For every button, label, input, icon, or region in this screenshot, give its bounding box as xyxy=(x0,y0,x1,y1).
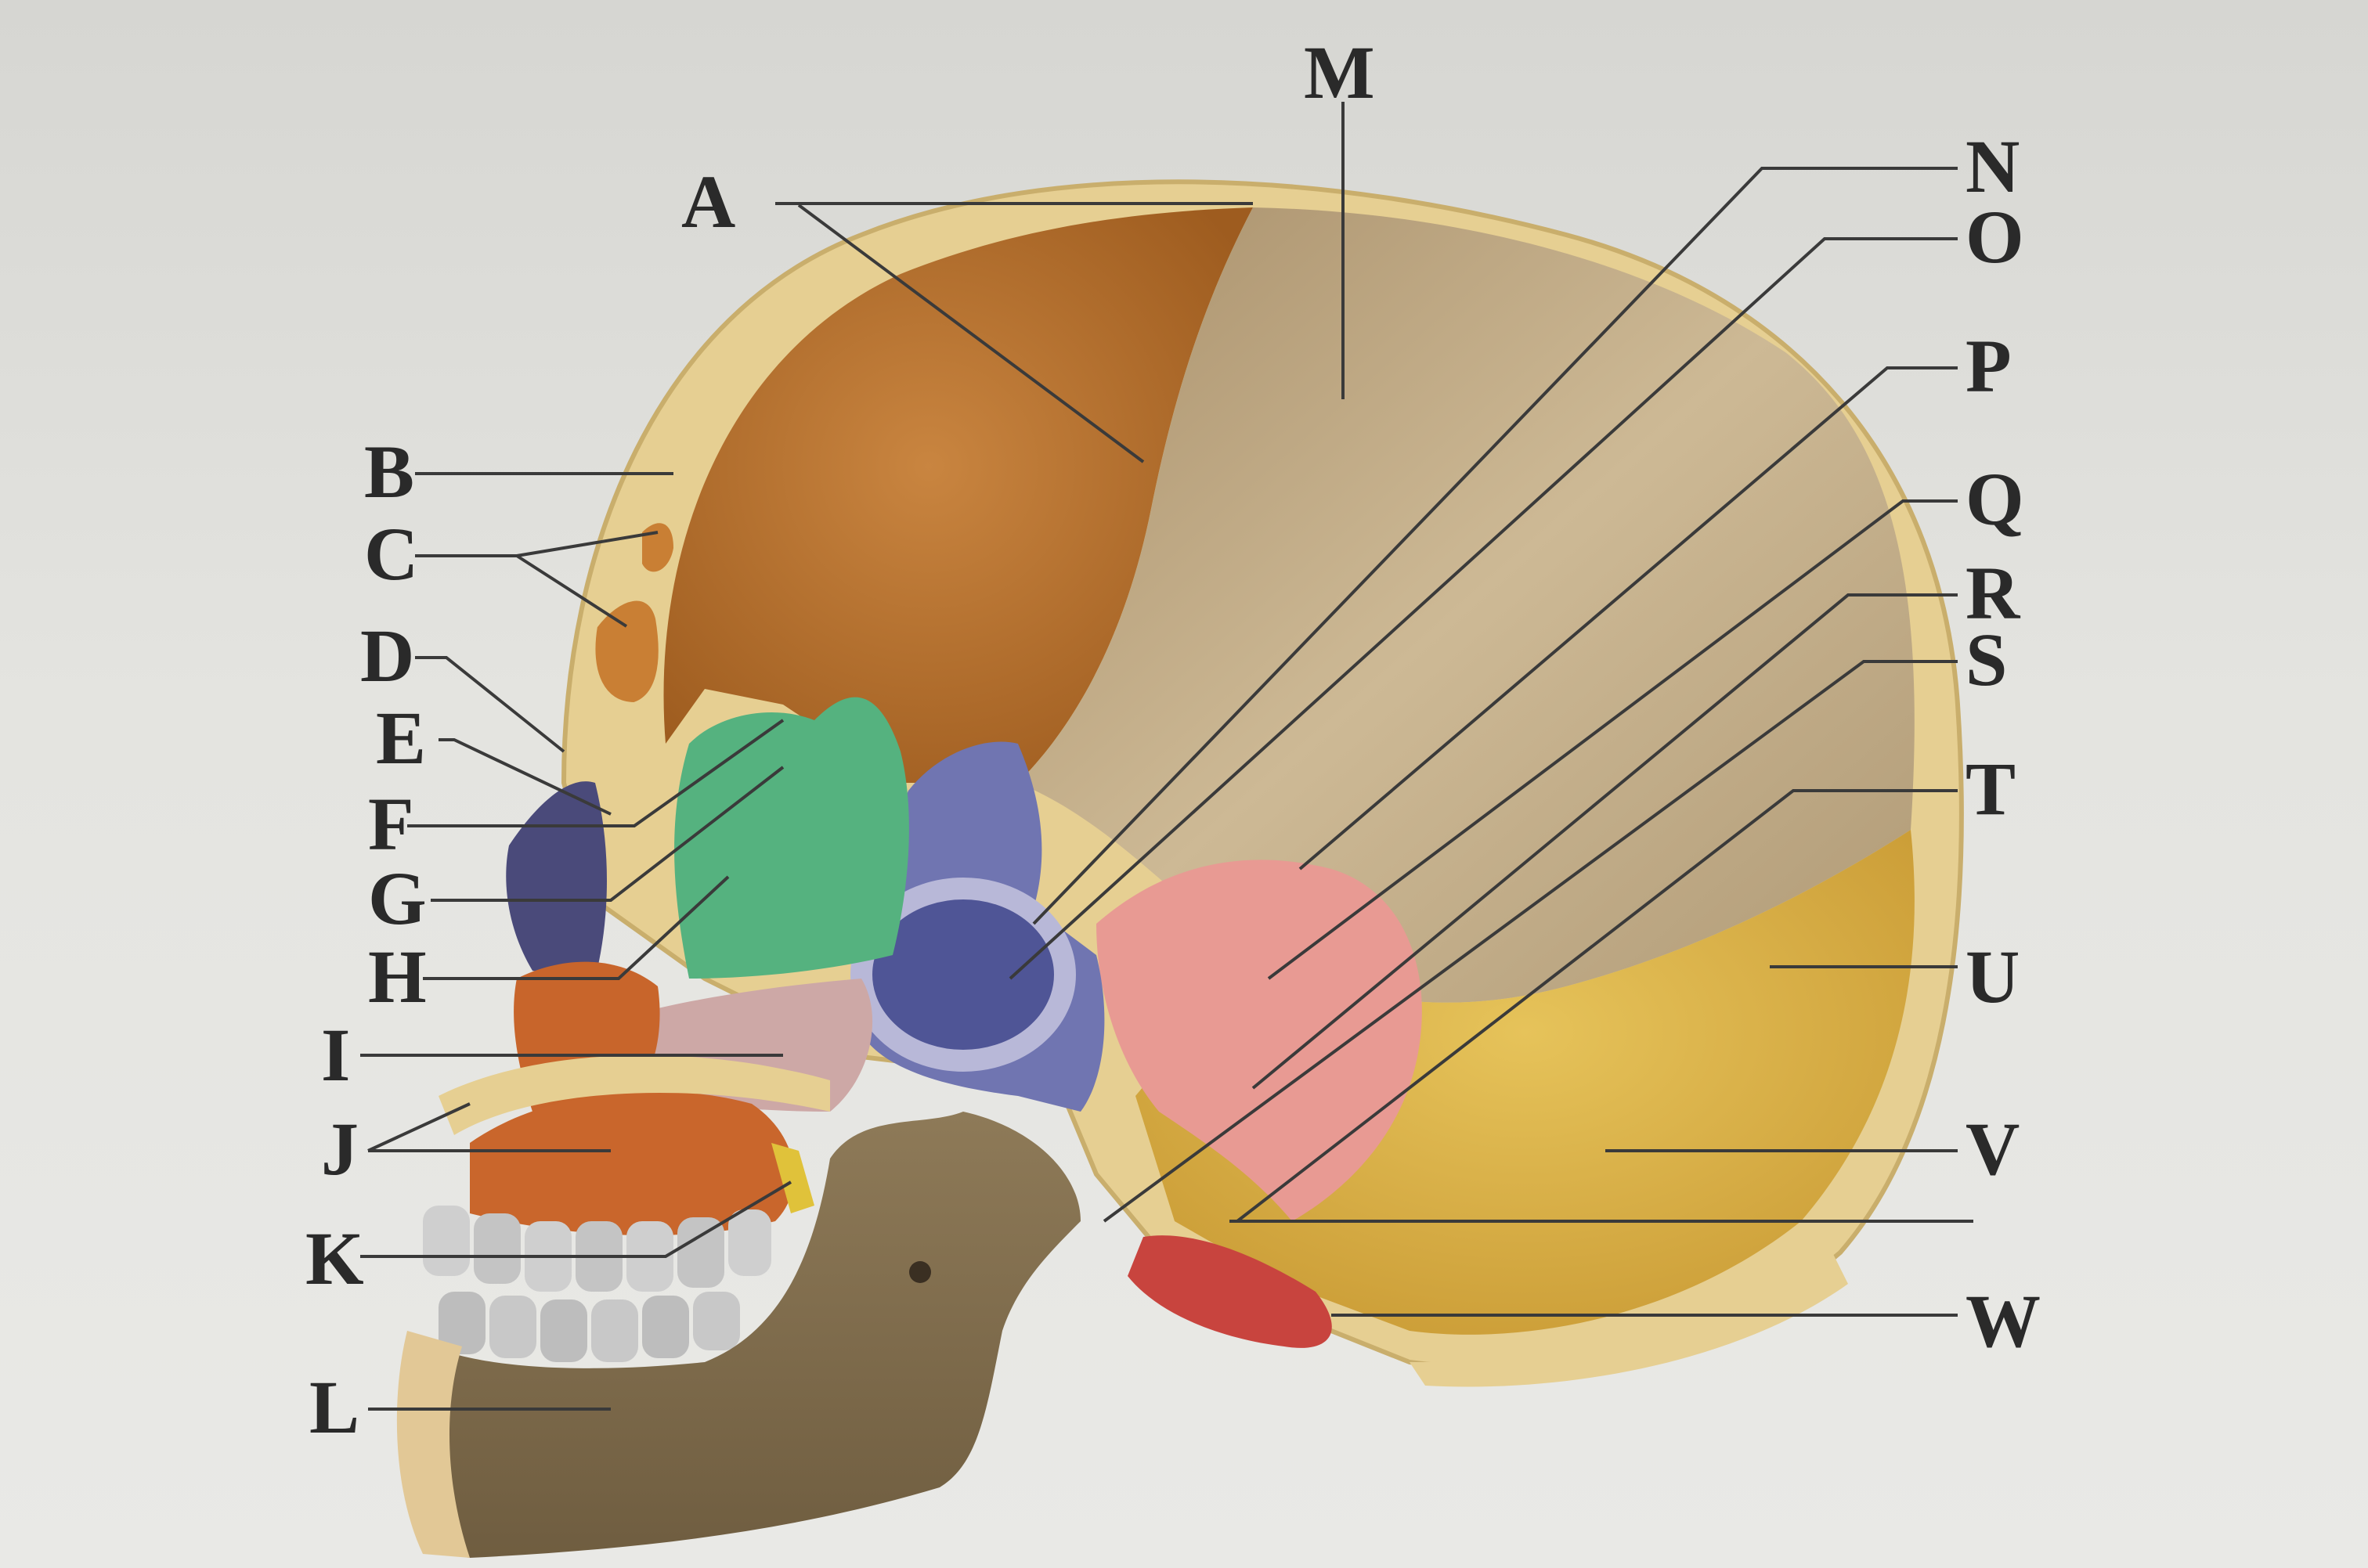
leader-c2 xyxy=(515,554,628,628)
occipital-bone xyxy=(1135,830,1915,1335)
sphenoid-sinus xyxy=(850,878,1076,1072)
label-j: J xyxy=(321,1107,359,1191)
leader-e xyxy=(439,738,612,816)
leader-r xyxy=(1251,593,1958,1090)
leader-g xyxy=(431,766,785,902)
mandible-symphysis xyxy=(396,1331,470,1558)
label-p: P xyxy=(1966,324,2012,408)
label-v: V xyxy=(1966,1107,2020,1191)
ethmoid-bone xyxy=(674,697,909,979)
leader-j1 xyxy=(367,1102,471,1152)
label-d: D xyxy=(360,614,414,697)
leader-s xyxy=(1103,660,1958,1223)
leader-n xyxy=(1032,167,1958,925)
label-i: I xyxy=(321,1013,350,1097)
palate-cortex xyxy=(439,1054,830,1135)
leader-q xyxy=(1267,499,1958,980)
frontal-bone xyxy=(663,207,1253,783)
nasal-region xyxy=(506,781,607,979)
occipital-cortex xyxy=(1410,1253,1848,1387)
mastoid-process xyxy=(1128,1235,1332,1348)
label-l: L xyxy=(309,1365,359,1449)
label-n: N xyxy=(1966,124,2020,208)
label-c: C xyxy=(364,512,418,596)
temporal-bone xyxy=(1096,860,1422,1221)
pterygoid-hamulus xyxy=(771,1143,814,1213)
lower-teeth xyxy=(439,1292,740,1362)
leader-t xyxy=(1236,789,1958,1223)
frontal-sinus-upper xyxy=(642,523,673,572)
parietal-bone xyxy=(1018,207,1915,1003)
label-u: U xyxy=(1966,935,2020,1018)
mandible xyxy=(405,1112,1081,1558)
leader-lines xyxy=(360,102,1973,1411)
upper-teeth xyxy=(423,1206,771,1292)
label-g: G xyxy=(368,856,427,940)
palatine-bone xyxy=(470,1091,794,1236)
label-r: R xyxy=(1966,551,2021,635)
leader-d xyxy=(415,656,565,753)
label-q: Q xyxy=(1966,457,2024,541)
label-f: F xyxy=(368,782,414,866)
label-h: H xyxy=(368,935,427,1018)
label-k: K xyxy=(305,1217,364,1300)
leader-h xyxy=(423,875,730,980)
label-t: T xyxy=(1966,747,2016,831)
label-o: O xyxy=(1966,195,2024,279)
frontal-sinus xyxy=(590,596,663,708)
label-e: E xyxy=(376,696,426,780)
leader-c1 xyxy=(516,531,659,557)
mandibular-foramen xyxy=(909,1261,931,1283)
leader-a-diag xyxy=(797,204,1145,463)
label-b: B xyxy=(364,430,414,514)
label-s: S xyxy=(1966,618,2007,701)
leader-k xyxy=(360,1181,792,1258)
label-m: M xyxy=(1304,31,1375,114)
leader-f xyxy=(407,719,785,827)
leader-p xyxy=(1298,366,1958,871)
labels: A B C D E F G H I J K L M N O P Q R S T … xyxy=(305,31,2041,1449)
label-w: W xyxy=(1966,1279,2041,1363)
label-a: A xyxy=(681,160,735,243)
leader-o xyxy=(1009,237,1958,980)
